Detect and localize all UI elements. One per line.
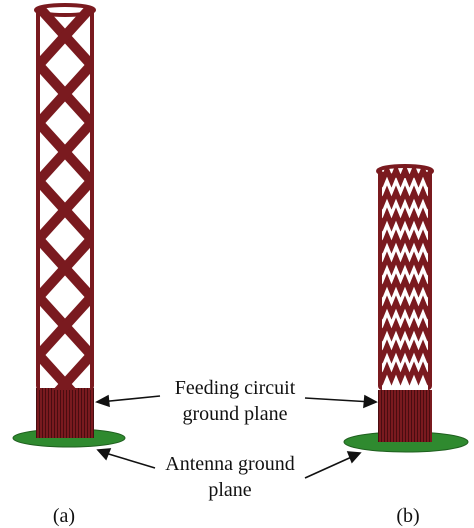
helix-lattice-a [36, 8, 94, 390]
feeding-label-line2: ground plane [182, 403, 288, 425]
arrow-feeding-left [99, 395, 161, 403]
arrow-antenna-right [304, 454, 357, 479]
caption-a: (a) [52, 505, 76, 527]
arrow-feeding-right-head [363, 394, 378, 409]
antenna-label-line1: Antenna ground [165, 453, 295, 475]
arrow-feeding-right [304, 397, 373, 403]
feeding-ground-b [378, 388, 432, 442]
helix-strip-up-3 [36, 58, 94, 130]
helix-strip-up-7 [36, 290, 94, 362]
annotation-arrows [95, 394, 378, 479]
antenna-label-line2: plane [208, 479, 252, 501]
arrow-antenna-left [101, 451, 156, 469]
arrow-feeding-left-head [95, 394, 110, 408]
caption-b: (b) [396, 505, 420, 527]
helix-strip-up-4 [36, 116, 94, 188]
top-rim-a [34, 3, 96, 17]
helix-strip-up-8 [36, 348, 94, 390]
feeding-label-line1: Feeding circuit [174, 377, 296, 399]
antenna-b [343, 164, 469, 453]
feeding-ground-a [36, 388, 94, 438]
arrow-antenna-left-head [96, 448, 112, 461]
helix-strip-up-6 [36, 232, 94, 304]
arrow-antenna-right-head [346, 451, 362, 464]
top-rim-b [376, 164, 434, 178]
helix-strip-up-5 [36, 174, 94, 246]
antenna-a [12, 3, 126, 448]
